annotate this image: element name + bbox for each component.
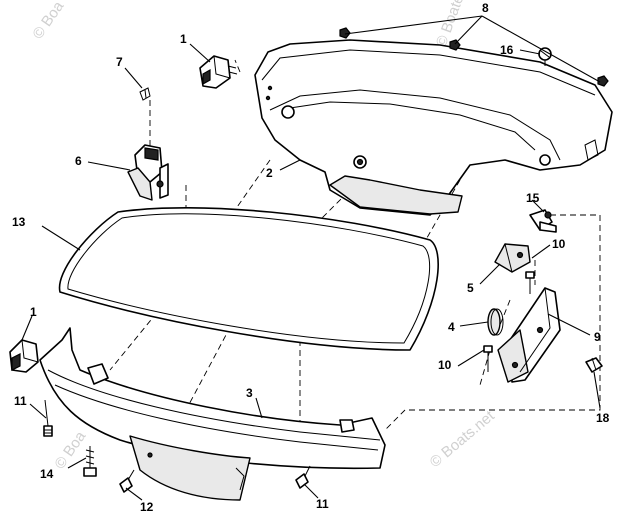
fitting-part-15 (529, 209, 557, 233)
screw-part-11-bottom (295, 465, 311, 489)
callout-6: 6 (75, 154, 82, 168)
latch-part-1-top (199, 55, 238, 89)
callout-3: 3 (246, 386, 253, 400)
watermark-bottom-left: © Boa (51, 428, 89, 473)
clip-part-7 (139, 87, 151, 101)
callout-labels: 1 7 6 2 13 8 16 15 10 5 4 9 10 18 1 3 11… (12, 1, 610, 512)
seal-part-13 (58, 207, 439, 351)
fasteners-part-8 (339, 27, 609, 87)
callout-11-left: 11 (14, 394, 27, 408)
callout-2: 2 (266, 166, 273, 180)
screw-part-10-upper (525, 271, 535, 294)
grommet-part-4 (487, 308, 504, 336)
watermark-top-left: © Boa (29, 0, 67, 42)
screw-part-12 (119, 469, 135, 493)
callout-1-top: 1 (180, 32, 187, 46)
callout-18: 18 (596, 411, 610, 425)
bracket-part-5 (494, 243, 531, 273)
callout-5: 5 (467, 281, 474, 295)
watermark-bottom-right: © Boats.net (427, 407, 499, 471)
plug-part-18 (585, 357, 603, 373)
callout-11-bottom: 11 (316, 497, 329, 511)
screw-part-11-left (43, 399, 53, 437)
callout-10-upper: 10 (552, 237, 566, 251)
callout-12: 12 (140, 500, 154, 512)
callout-14: 14 (40, 467, 54, 481)
callout-4: 4 (448, 320, 455, 334)
latch-part-1-left (9, 339, 39, 373)
callout-10-lower: 10 (438, 358, 452, 372)
callout-1-left: 1 (30, 305, 37, 319)
callout-15: 15 (526, 191, 540, 205)
bottom-cowl-part-3 (39, 327, 386, 501)
bolt-part-14 (83, 446, 97, 477)
top-cowl-part-2 (254, 39, 613, 216)
callout-13: 13 (12, 215, 26, 229)
callout-leader-lines (21, 15, 601, 501)
callout-8: 8 (482, 1, 489, 15)
callout-7: 7 (116, 55, 123, 69)
callout-16: 16 (500, 43, 514, 57)
callout-9: 9 (594, 330, 601, 344)
hinge-bracket-part-9 (497, 287, 561, 383)
screw-part-10-lower (483, 345, 493, 372)
bracket-part-6 (127, 144, 169, 201)
